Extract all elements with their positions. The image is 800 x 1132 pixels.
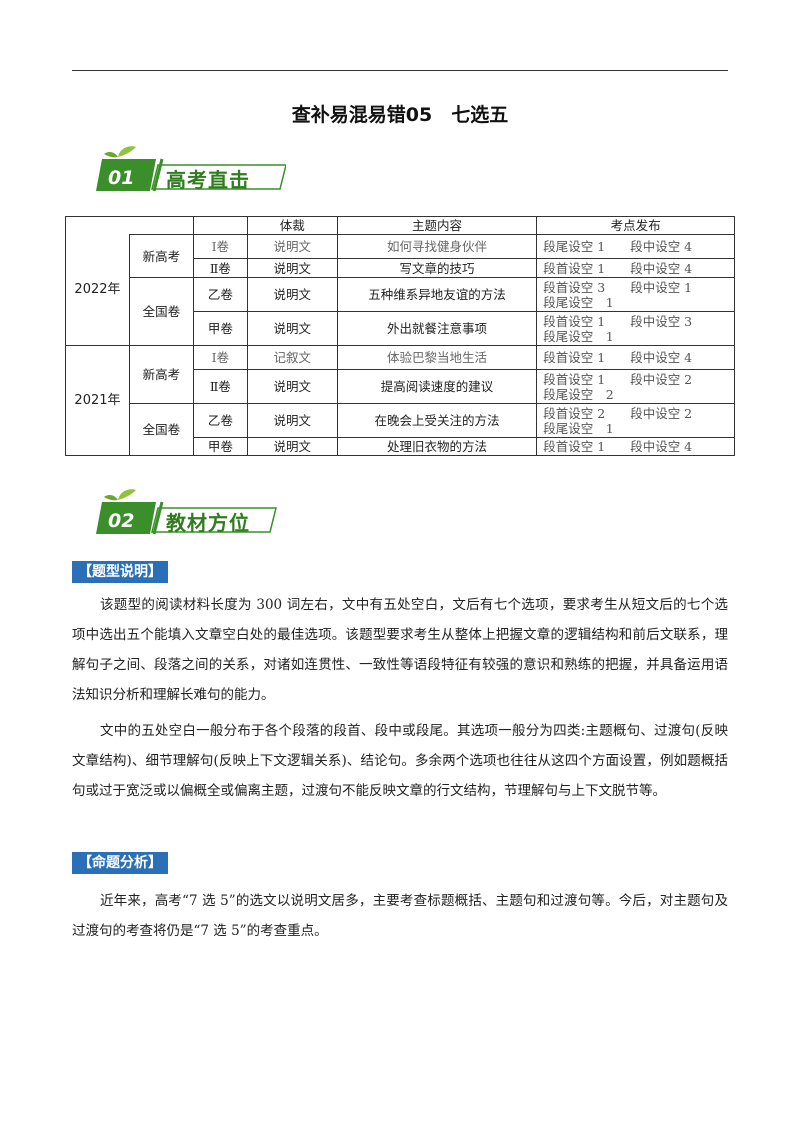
points-line: 段尾设空 2: [543, 386, 614, 402]
paragraph: 该题型的阅读材料长度为 300 词左右，文中有五处空白，文后有七个选项，要求考生…: [72, 597, 728, 703]
tag-analysis: 【命题分析】: [72, 852, 168, 874]
header-rule: [72, 70, 728, 71]
paragraph: 近年来，高考“7 选 5”的选文以说明文居多，主要考查标题概括、主题句和过渡句等…: [72, 893, 728, 939]
points-line: 段尾设空 1: [543, 294, 614, 310]
topic-cell: 外出就餐注意事项: [336, 311, 538, 346]
genre-cell: 记叙文: [246, 345, 338, 370]
section-heading-02: 02 教材方位: [96, 488, 286, 536]
group-cell: 新高考: [128, 345, 194, 404]
topic-cell: 提高阅读速度的建议: [336, 369, 538, 404]
group-cell: 全国卷: [128, 277, 194, 346]
paper-cell: Ⅰ卷: [192, 234, 248, 259]
table-header: 体裁: [246, 216, 338, 235]
paper-cell: Ⅱ卷: [192, 369, 248, 404]
table-row: 2021年 新高考 Ⅰ卷 记叙文 体验巴黎当地生活 段首设空 1 段中设空 4: [65, 345, 735, 456]
section-number: 01: [108, 167, 135, 189]
group-cell: 全国卷: [128, 403, 194, 456]
tag-question-type: 【题型说明】: [72, 561, 168, 583]
paper-cell: Ⅱ卷: [192, 258, 248, 278]
section-heading-01: 01 高考直击: [96, 145, 286, 193]
genre-cell: 说明文: [246, 403, 338, 438]
paper-cell: 乙卷: [192, 403, 248, 438]
section-badge-icon: [96, 146, 286, 192]
points-cell: 段首设空 1 段中设空 4: [536, 258, 735, 278]
table-header-row: 体裁 主题内容 考点发布: [65, 216, 735, 235]
exam-table: 体裁 主题内容 考点发布 2022年 新高考 Ⅰ卷 说明文 如何寻找健身伙伴 段…: [65, 216, 735, 456]
topic-cell: 五种维系异地友谊的方法: [336, 277, 538, 312]
genre-cell: 说明文: [246, 437, 338, 456]
points-line: 段尾设空 1: [543, 328, 614, 344]
section-number: 02: [108, 510, 135, 532]
table-row: 甲卷 说明文 处理旧衣物的方法 段首设空 1 段中设空 4: [66, 437, 735, 456]
points-line: 段尾设空 1: [543, 420, 614, 436]
genre-cell: 说明文: [246, 311, 338, 346]
section-label: 高考直击: [166, 168, 250, 192]
section-badge-icon: [96, 489, 277, 535]
table-header: 考点发布: [536, 216, 735, 235]
paragraph: 文中的五处空白一般分布于各个段落的段首、段中或段尾。其选项一般分为四类:主题概句…: [72, 723, 728, 799]
section-label: 教材方位: [166, 511, 250, 535]
points-cell: 段首设空 1 段中设空 4: [536, 345, 735, 370]
topic-cell: 写文章的技巧: [336, 258, 538, 278]
paper-cell: 甲卷: [192, 437, 248, 456]
table-header: 主题内容: [336, 216, 538, 235]
genre-cell: 说明文: [246, 258, 338, 278]
paper-cell: Ⅰ卷: [192, 345, 248, 370]
topic-cell: 处理旧衣物的方法: [336, 437, 538, 456]
points-line: 段首设空 1 段中设空 4: [543, 350, 693, 365]
topic-cell: 体验巴黎当地生活: [336, 345, 538, 370]
genre-cell: 说明文: [246, 369, 338, 404]
points-line: 段首设空 1 段中设空 3: [543, 313, 693, 329]
group-cell: 新高考: [128, 234, 194, 278]
paper-cell: 乙卷: [192, 277, 248, 312]
points-line: 段首设空 1 段中设空 4: [543, 260, 693, 276]
genre-cell: 说明文: [246, 277, 338, 312]
topic-cell: 如何寻找健身伙伴: [336, 234, 538, 259]
topic-cell: 在晚会上受关注的方法: [336, 403, 538, 438]
paper-cell: 甲卷: [192, 311, 248, 346]
page-title: 查补易混易错05 七选五: [291, 104, 509, 126]
points-cell: 段首设空 1 段中设空 4: [536, 437, 735, 456]
year-cell: 2022年: [65, 234, 130, 346]
points-line: 段尾设空 1 段中设空 4: [543, 239, 693, 254]
points-line: 段首设空 1 段中设空 2: [543, 371, 693, 387]
points-cell: 段尾设空 1 段中设空 4: [536, 234, 735, 259]
table-row: 2022年 新高考 Ⅰ卷 说明文 如何寻找健身伙伴 段尾设空 1 段中设空 4: [65, 234, 735, 346]
points-line: 段首设空 2 段中设空 2: [543, 405, 693, 421]
points-line: 段首设空 3 段中设空 1: [543, 279, 693, 295]
points-line: 段首设空 1 段中设空 4: [543, 439, 693, 454]
genre-cell: 说明文: [246, 234, 338, 259]
year-cell: 2021年: [65, 345, 130, 456]
